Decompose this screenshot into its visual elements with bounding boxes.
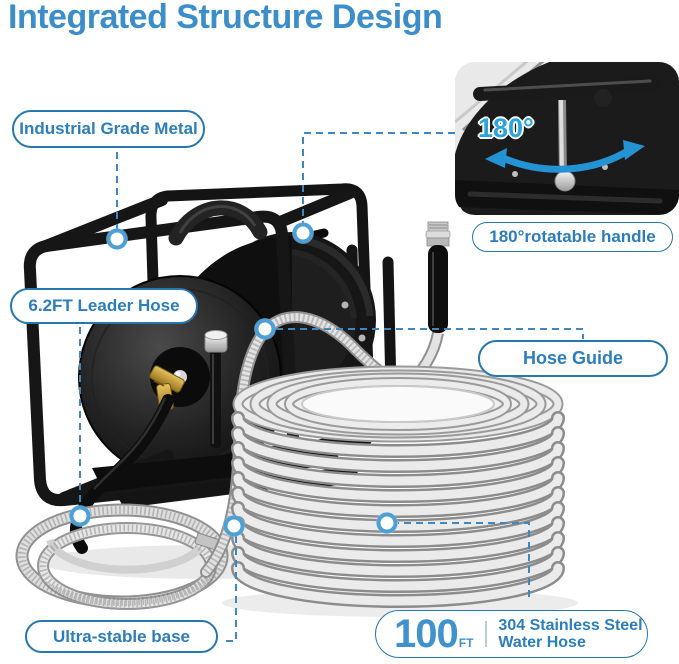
handle-closeup-art xyxy=(455,62,679,215)
callout-dot xyxy=(292,222,314,244)
callout-stable-base: Ultra-stable base xyxy=(25,620,218,653)
callout-dot xyxy=(106,228,128,250)
callout-industrial-metal-label: Industrial Grade Metal xyxy=(19,119,198,138)
hose-material-line1: 304 Stainless Steel xyxy=(498,616,643,634)
callout-connectors xyxy=(79,132,584,642)
page-title: Integrated Structure Design xyxy=(8,0,443,36)
callout-dot xyxy=(69,505,91,527)
connector-rotatable-handle xyxy=(302,132,455,223)
connector-hose-spec xyxy=(398,522,530,597)
callout-dot xyxy=(223,515,245,537)
hose-spec-badge: 100 FT 304 Stainless Steel Water Hose xyxy=(375,610,648,658)
rotation-arrow-icon xyxy=(485,140,645,173)
callout-dot xyxy=(254,318,276,340)
callout-dot xyxy=(376,512,398,534)
carry-handle xyxy=(168,200,268,246)
hose-end-fitting xyxy=(401,221,451,393)
guide-post xyxy=(204,330,228,448)
hose-length-value: 100 xyxy=(394,612,459,656)
callout-rotatable-handle: 180°rotatable handle xyxy=(472,222,673,252)
connector-stable-base xyxy=(223,536,237,642)
callout-industrial-metal: Industrial Grade Metal xyxy=(12,110,205,148)
callout-stable-base-label: Ultra-stable base xyxy=(53,626,190,646)
hose-material-line2: Water Hose xyxy=(498,634,586,651)
rotation-degree-label: 180° xyxy=(478,113,534,143)
callout-rotatable-handle-label: 180°rotatable handle xyxy=(489,227,656,246)
handle-closeup-inset xyxy=(455,62,679,215)
spec-divider xyxy=(485,621,488,647)
hose-length-unit: FT xyxy=(458,636,474,650)
callout-hose-guide-label: Hose Guide xyxy=(522,348,624,368)
callout-dots xyxy=(69,222,398,537)
callout-hose-guide: Hose Guide xyxy=(478,340,668,377)
callout-leader-hose-label: 6.2FT Leader Hose xyxy=(28,296,180,315)
callout-leader-hose: 6.2FT Leader Hose xyxy=(10,288,198,324)
hose-coil xyxy=(231,365,565,608)
hose-material-label: 304 Stainless Steel Water Hose xyxy=(498,617,642,652)
connector-hose-guide xyxy=(276,328,584,339)
